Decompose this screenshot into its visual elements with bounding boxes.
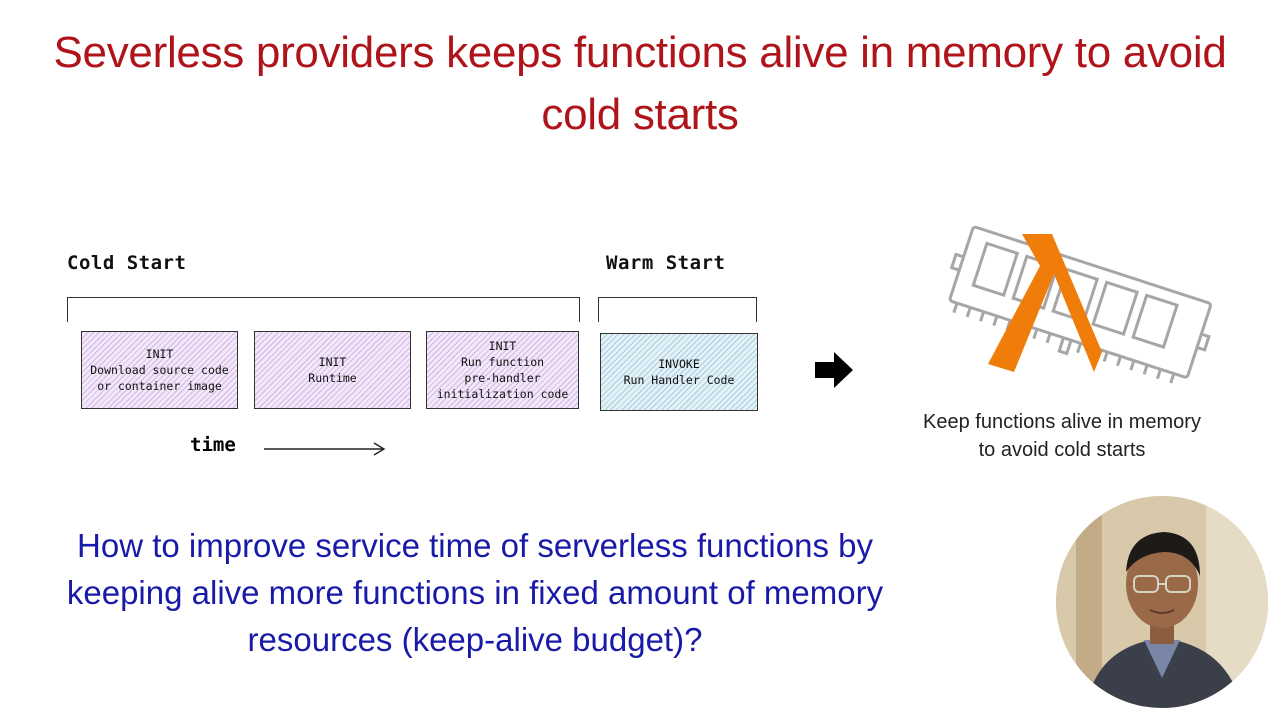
box-line: Run function — [460, 355, 545, 369]
box-line: INIT — [318, 355, 347, 369]
warm-start-label: Warm Start — [606, 252, 726, 274]
box-line: initialization code — [436, 387, 569, 401]
box-line: Run Handler Code — [623, 373, 735, 387]
research-question: How to improve service time of serverles… — [66, 527, 884, 658]
illustration-caption: Keep functions alive in memory to avoid … — [900, 408, 1224, 464]
memory-lambda-icon — [948, 225, 1212, 384]
time-arrow-icon — [264, 442, 386, 456]
box-line: Runtime — [308, 371, 357, 385]
box-line: Download source code — [90, 363, 229, 377]
presenter-video — [1056, 496, 1268, 708]
cold-start-label: Cold Start — [67, 252, 187, 274]
caption-line: to avoid cold starts — [978, 439, 1146, 461]
box-line: INVOKE — [658, 357, 700, 371]
box-line: INIT — [488, 339, 517, 353]
slide-title: Severless providers keeps functions aliv… — [53, 28, 1227, 139]
box-line: or container image — [97, 379, 222, 393]
right-arrow-icon — [815, 352, 853, 388]
box-line: INIT — [145, 347, 174, 361]
init-download-box: INIT Download source code or container i… — [81, 331, 238, 409]
time-label: time — [190, 434, 236, 456]
invoke-box: INVOKE Run Handler Code — [600, 333, 758, 411]
caption-line: Keep functions alive in memory — [923, 411, 1201, 433]
init-runtime-box: INIT Runtime — [254, 331, 411, 409]
cold-start-bracket — [67, 297, 580, 322]
presenter-avatar-icon — [1056, 496, 1268, 708]
warm-start-bracket — [598, 297, 757, 322]
init-prehandler-box: INIT Run function pre-handler initializa… — [426, 331, 579, 409]
box-line: pre-handler — [464, 371, 541, 385]
